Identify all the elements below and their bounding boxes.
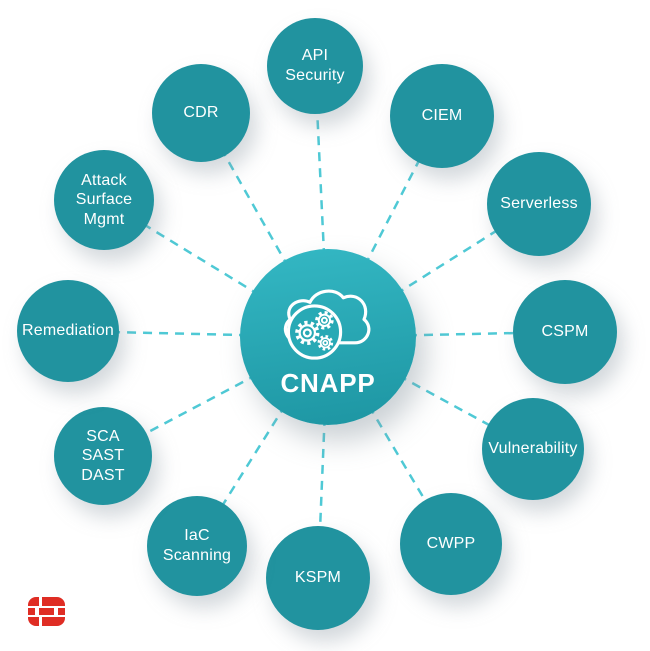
satellite-label: CSPM bbox=[541, 323, 589, 341]
fortinet-logo-block bbox=[28, 597, 39, 606]
fortinet-logo-block bbox=[42, 597, 65, 606]
satellite-label: CWPP bbox=[426, 535, 476, 553]
satellite-iac-scanning: IaC Scanning bbox=[147, 496, 247, 596]
fortinet-logo bbox=[28, 597, 65, 626]
satellite-ciem: CIEM bbox=[390, 64, 494, 168]
satellite-label: SCA SAST DAST bbox=[81, 427, 125, 484]
satellite-kspm: KSPM bbox=[266, 526, 370, 630]
fortinet-logo-block bbox=[42, 617, 65, 626]
satellite-api-security: API Security bbox=[267, 18, 363, 114]
satellite-cdr: CDR bbox=[152, 64, 250, 162]
fortinet-logo-block bbox=[58, 608, 65, 615]
satellite-label: Attack Surface Mgmt bbox=[75, 171, 133, 228]
satellite-sca-sast-dast: SCA SAST DAST bbox=[54, 407, 152, 505]
fortinet-logo-row bbox=[28, 608, 65, 615]
satellite-label: CIEM bbox=[421, 107, 463, 125]
satellite-serverless: Serverless bbox=[487, 152, 591, 256]
fortinet-logo-block bbox=[28, 617, 39, 626]
cloud-gears-icon bbox=[283, 289, 371, 360]
satellite-attack-surface-mgmt: Attack Surface Mgmt bbox=[54, 150, 154, 250]
fortinet-logo-block bbox=[39, 608, 54, 615]
satellite-cspm: CSPM bbox=[513, 280, 617, 384]
satellite-remediation: Remediation bbox=[17, 280, 119, 382]
satellite-vulnerability: Vulnerability bbox=[482, 398, 584, 500]
satellite-label: API Security bbox=[285, 47, 345, 84]
satellite-label: CDR bbox=[183, 104, 219, 122]
connector-line-attack-surface-mgmt bbox=[103, 198, 329, 339]
center-node-cnapp: CNAPP bbox=[240, 249, 416, 425]
satellite-label: Vulnerability bbox=[488, 440, 578, 458]
satellite-label: IaC Scanning bbox=[162, 527, 232, 564]
center-node-label: CNAPP bbox=[280, 367, 376, 398]
fortinet-logo-row bbox=[28, 597, 65, 606]
satellite-label: Serverless bbox=[500, 195, 578, 213]
satellite-label: Remediation bbox=[21, 322, 115, 340]
fortinet-logo-block bbox=[28, 608, 35, 615]
satellite-label: KSPM bbox=[294, 569, 342, 587]
fortinet-logo-row bbox=[28, 617, 65, 626]
satellite-cwpp: CWPP bbox=[400, 493, 502, 595]
